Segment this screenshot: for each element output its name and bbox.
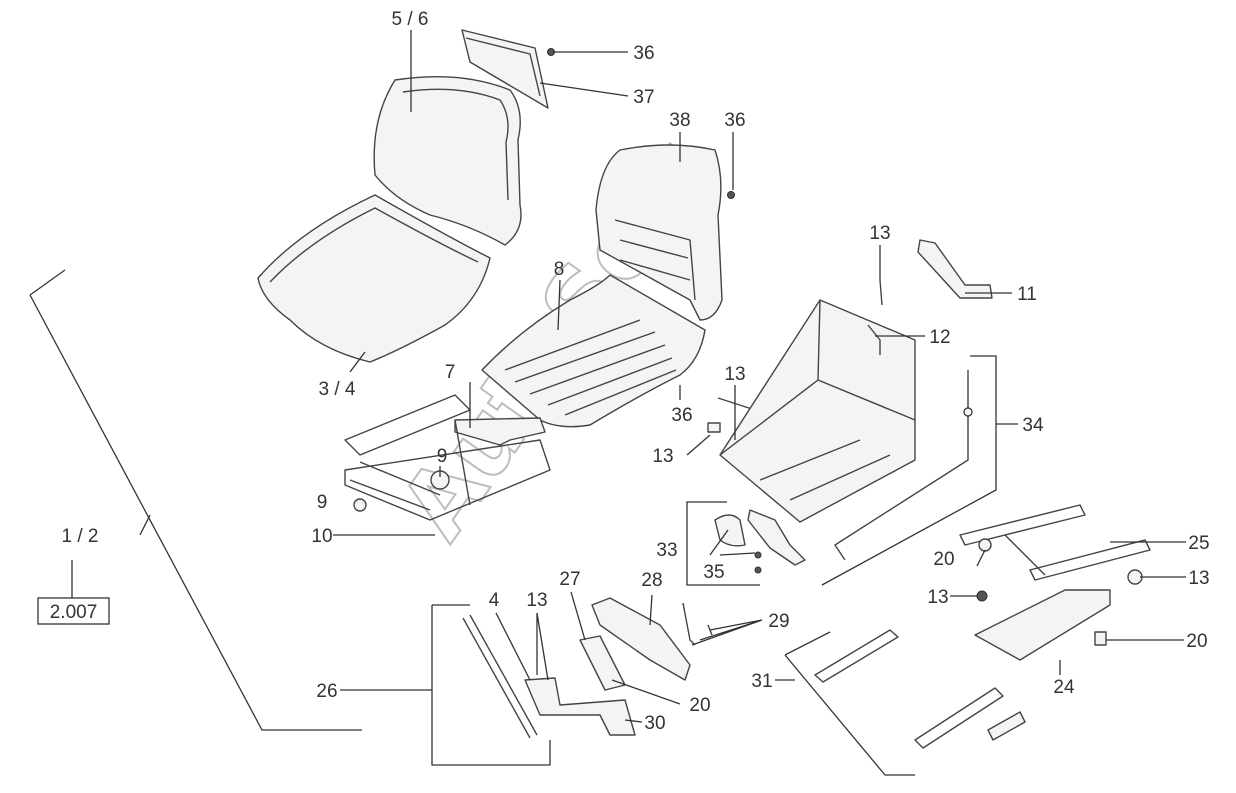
screw-part[interactable] [754,551,762,559]
seat-base-tray-part[interactable] [719,299,916,523]
callout-30: 30 [644,713,665,734]
screw-part[interactable] [754,566,762,574]
group-bracket-line [431,604,551,766]
bushing-part[interactable] [1094,631,1107,646]
callout-7: 7 [445,362,456,383]
slide-rail-part[interactable] [814,629,1026,749]
callout-13: 13 [927,587,948,608]
callout-9: 9 [437,446,448,467]
gas-spring-part[interactable] [462,617,531,739]
callout-28: 28 [641,570,662,591]
pin-part[interactable] [717,397,756,411]
callout-26: 26 [316,681,337,702]
seat-shell-part[interactable] [595,144,723,321]
group-bracket-line [29,294,362,731]
bolt-part[interactable] [682,602,713,646]
callout-9: 9 [317,492,328,513]
callout-25: 25 [1188,533,1209,554]
seat-cushion-part[interactable] [257,194,491,363]
linkage-part[interactable] [524,677,636,736]
callout-31: 31 [751,671,772,692]
bottom-frame-part[interactable] [959,504,1151,661]
seat-pan-part[interactable] [481,274,706,428]
callout-13: 13 [1188,568,1209,589]
callout-27: 27 [559,569,580,590]
callout-8: 8 [554,259,565,280]
callout-29: 29 [768,611,789,632]
bushing-part[interactable] [978,538,992,552]
callout-11: 11 [1017,284,1037,305]
clip-part[interactable] [707,422,721,433]
callout-1-2: 1 / 2 [62,526,99,547]
callout-24: 24 [1053,677,1075,698]
callout-38: 38 [669,110,690,131]
leader-lines [71,30,1186,723]
group-bracket-line [29,269,66,296]
bushing-part[interactable] [353,498,367,512]
screw-part[interactable] [727,191,735,199]
callout-20: 20 [1186,631,1207,652]
callout-13: 13 [724,364,745,385]
callout-36: 36 [671,405,692,426]
gas-spring-part[interactable] [469,614,538,736]
callout-34: 34 [1022,415,1044,436]
bolt-part[interactable] [976,590,988,602]
callout-36: 36 [633,43,654,64]
callout-13: 13 [869,223,890,244]
backrest-cushion-part[interactable] [373,75,522,246]
callout-13: 13 [526,590,547,611]
callout-35: 35 [703,562,724,583]
lever-bracket-part[interactable] [591,597,691,681]
pin-part[interactable] [879,279,883,306]
callout-36: 36 [724,110,745,131]
group-bracket-line [821,355,997,586]
callout-5-6: 5 / 6 [392,9,429,30]
callout-37: 37 [633,87,654,108]
callout-3-4: 3 / 4 [319,379,356,400]
bracket-part[interactable] [454,417,546,446]
callout-20: 20 [933,549,954,570]
group-bracket-line [784,631,915,776]
callout-20: 20 [689,695,710,716]
callout-12: 12 [929,327,950,348]
callout-33: 33 [656,540,677,561]
reference-box[interactable] [37,597,110,625]
reference-box-text[interactable]: 2.007 [50,602,98,623]
group-bracket-line [686,501,760,586]
rod-knob-part[interactable] [963,407,973,417]
callout-4: 4 [489,590,500,611]
side-bracket-part[interactable] [917,239,993,299]
headrest-panel-part[interactable] [461,29,549,109]
callout-10: 10 [311,526,332,547]
bushing-part[interactable] [1127,569,1143,585]
callout-13: 13 [652,446,673,467]
